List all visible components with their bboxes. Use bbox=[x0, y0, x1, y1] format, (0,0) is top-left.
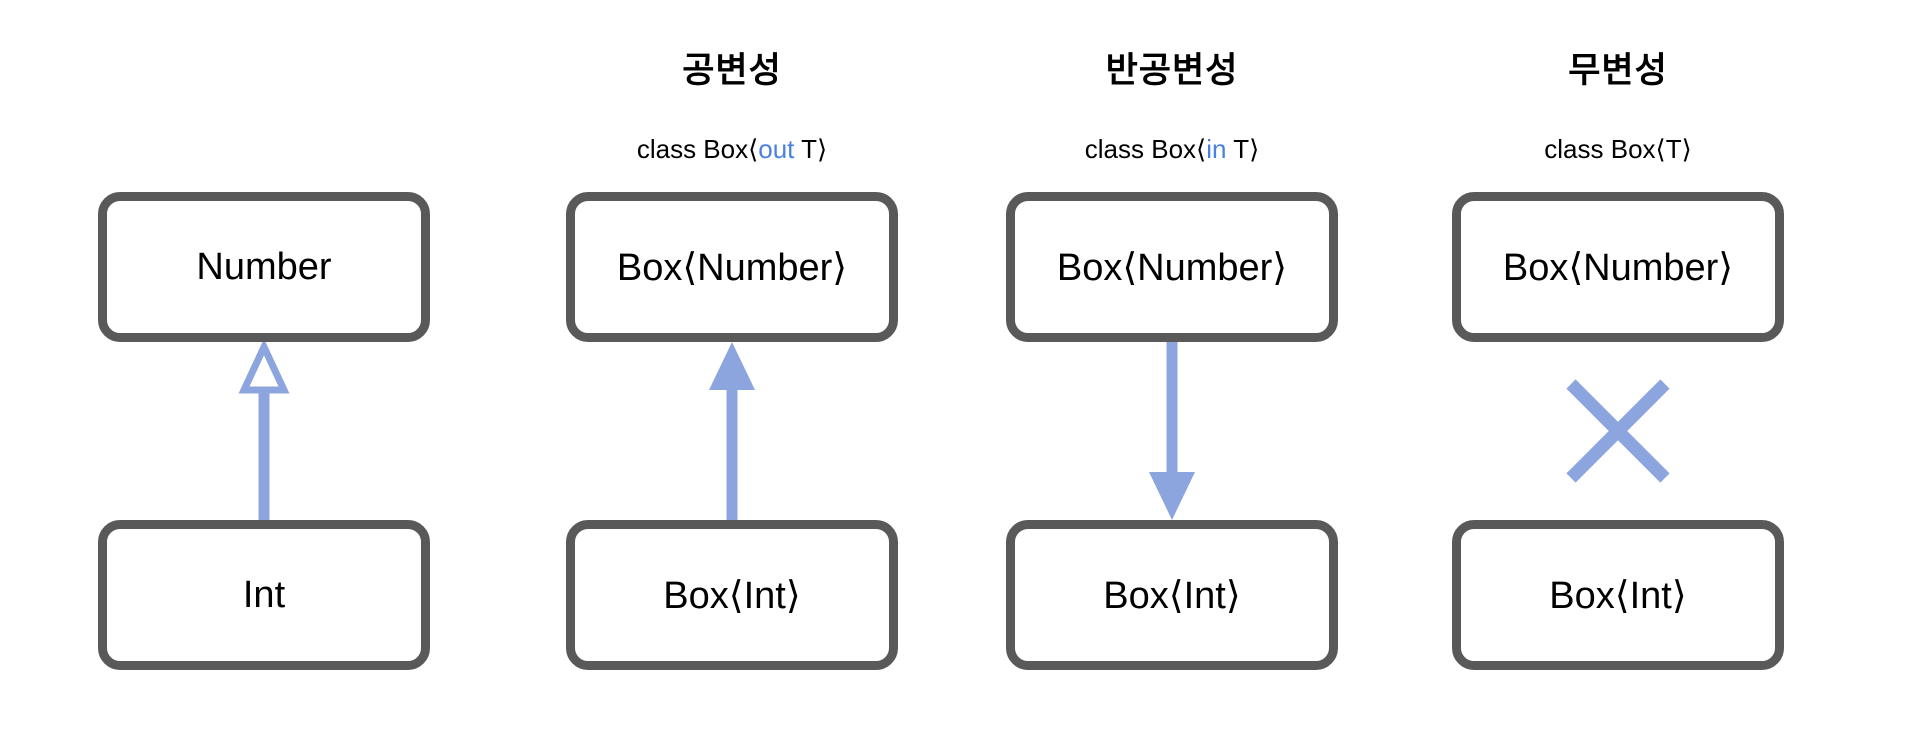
class-declaration: class Box⟨T⟩ bbox=[1452, 134, 1784, 165]
code-keyword: out bbox=[758, 134, 795, 164]
column-title: 공변성 bbox=[682, 51, 782, 90]
connector-contravariance bbox=[1006, 342, 1338, 520]
type-box-label: Box⟨Int⟩ bbox=[663, 574, 801, 617]
column-title: 반공변성 bbox=[1105, 51, 1239, 90]
type-box-box-int: Box⟨Int⟩ bbox=[1006, 520, 1338, 670]
column-contravariance: 반공변성 class Box⟨in T⟩ Box⟨Number⟩ Box⟨Int… bbox=[1006, 0, 1338, 700]
connector-covariance bbox=[566, 342, 898, 520]
type-box-label: Box⟨Int⟩ bbox=[1549, 574, 1687, 617]
code-suffix: T⟩ bbox=[794, 134, 828, 164]
code-suffix: T⟩ bbox=[1665, 134, 1692, 164]
type-box-number: Number bbox=[98, 192, 430, 342]
type-box-box-number: Box⟨Number⟩ bbox=[566, 192, 898, 342]
no-relation-x-icon bbox=[1566, 379, 1670, 483]
type-box-int: Int bbox=[98, 520, 430, 670]
type-box-box-int: Box⟨Int⟩ bbox=[566, 520, 898, 670]
class-declaration: class Box⟨out T⟩ bbox=[566, 134, 898, 165]
column-invariance: 무변성 class Box⟨T⟩ Box⟨Number⟩ Box⟨Int⟩ bbox=[1452, 0, 1784, 700]
contravariant-arrow-down-icon bbox=[1149, 342, 1195, 520]
inheritance-arrow-icon bbox=[238, 342, 290, 520]
code-prefix: class Box⟨ bbox=[1084, 134, 1207, 164]
type-box-box-number: Box⟨Number⟩ bbox=[1006, 192, 1338, 342]
covariant-arrow-up-icon bbox=[709, 342, 755, 520]
type-box-label: Number bbox=[196, 245, 332, 288]
type-box-box-number: Box⟨Number⟩ bbox=[1452, 192, 1784, 342]
type-box-label: Box⟨Number⟩ bbox=[1502, 246, 1734, 289]
column-title: 무변성 bbox=[1568, 51, 1668, 90]
column-subtyping: Number Int bbox=[98, 0, 430, 700]
type-box-label: Box⟨Number⟩ bbox=[616, 246, 848, 289]
code-suffix: T⟩ bbox=[1226, 134, 1260, 164]
code-prefix: class Box⟨ bbox=[1544, 134, 1666, 164]
code-prefix: class Box⟨ bbox=[636, 134, 759, 164]
connector-invariance bbox=[1452, 342, 1784, 520]
class-declaration: class Box⟨in T⟩ bbox=[1006, 134, 1338, 165]
connector-subtyping bbox=[98, 342, 430, 520]
type-box-box-int: Box⟨Int⟩ bbox=[1452, 520, 1784, 670]
type-box-label: Box⟨Number⟩ bbox=[1056, 246, 1288, 289]
type-box-label: Box⟨Int⟩ bbox=[1103, 574, 1241, 617]
code-keyword: in bbox=[1206, 134, 1227, 164]
type-box-label: Int bbox=[242, 573, 286, 616]
column-covariance: 공변성 class Box⟨out T⟩ Box⟨Number⟩ Box⟨Int… bbox=[566, 0, 898, 700]
